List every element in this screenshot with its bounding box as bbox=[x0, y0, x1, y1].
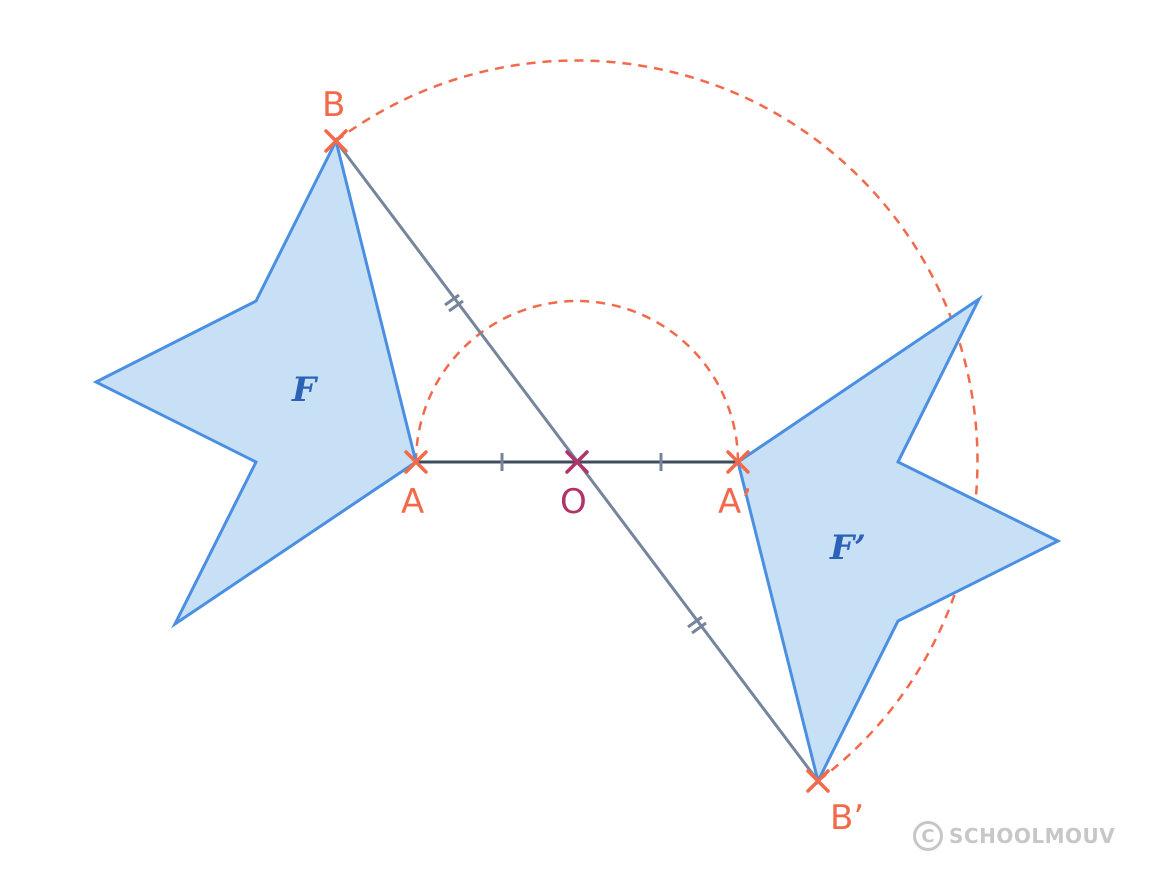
label-a: A bbox=[401, 482, 424, 522]
marker-b bbox=[324, 129, 348, 153]
label-center-o: O bbox=[560, 482, 587, 522]
label-b: B bbox=[322, 85, 345, 125]
label-a-prime: A’ bbox=[718, 482, 752, 522]
figure-f-prime bbox=[736, 294, 1062, 786]
figure-f bbox=[92, 136, 418, 629]
construction-arc-a bbox=[414, 299, 740, 463]
label-figure-f: F bbox=[291, 370, 319, 410]
marker-a-prime bbox=[726, 450, 750, 474]
label-b-prime: B’ bbox=[830, 798, 864, 838]
copyright-icon: C bbox=[913, 821, 943, 851]
tick-double-lower bbox=[687, 615, 707, 635]
marker-a bbox=[404, 450, 428, 474]
tick-double-upper bbox=[444, 293, 464, 313]
construction-arc-b bbox=[335, 59, 979, 782]
brand-name: SCHOOLMOUV bbox=[949, 824, 1116, 848]
marker-center-o bbox=[565, 450, 589, 474]
marker-b-prime bbox=[806, 769, 830, 793]
label-figure-f-prime: F’ bbox=[829, 528, 866, 568]
schoolmouv-watermark: C SCHOOLMOUV bbox=[913, 821, 1115, 851]
